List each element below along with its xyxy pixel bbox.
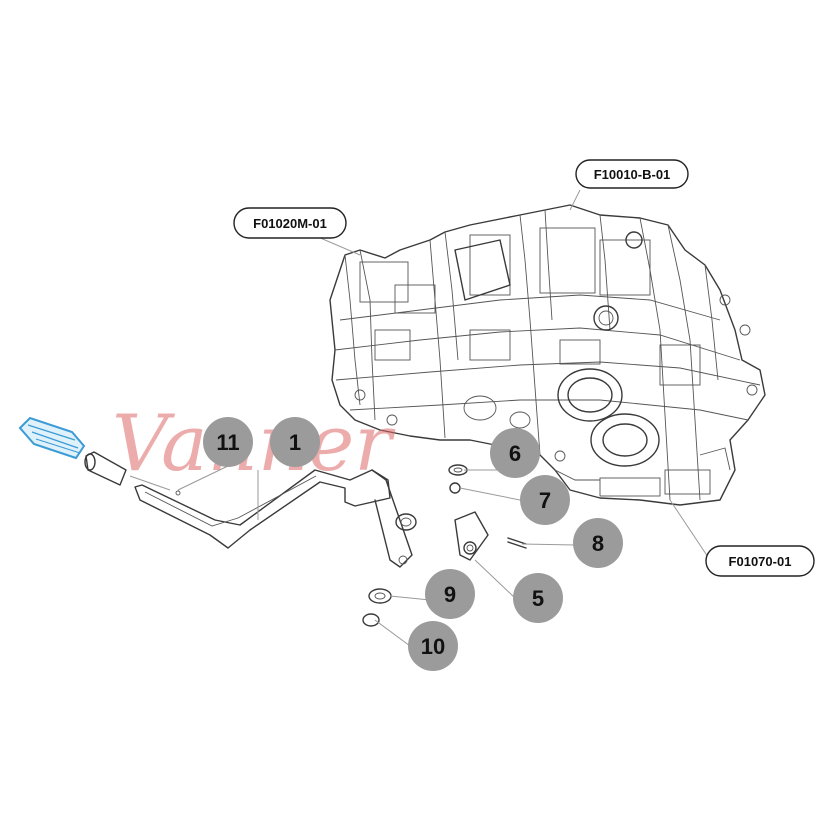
callout-1: 1 <box>270 417 320 467</box>
callout-5-text: 5 <box>532 586 544 611</box>
callout-11-text: 11 <box>216 430 239 455</box>
callout-10-text: 10 <box>421 634 445 659</box>
callout-7: 7 <box>520 475 570 525</box>
callout-8-text: 8 <box>592 531 604 556</box>
callout-5: 5 <box>513 573 563 623</box>
engine-housing-drawing <box>329 204 766 506</box>
part-label-f01020: F01020M-01 <box>233 207 347 239</box>
part-label-f01020-text: F01020M-01 <box>253 216 327 231</box>
part-label-f10010-text: F10010-B-01 <box>594 167 671 182</box>
pedal-pad-highlighted <box>18 416 86 460</box>
callout-10: 10 <box>408 621 458 671</box>
part-label-f01070-text: F01070-01 <box>729 554 792 569</box>
callout-8: 8 <box>573 518 623 568</box>
callout-6-text: 6 <box>509 441 521 466</box>
callout-7-text: 7 <box>539 488 551 513</box>
pedal-lever-drawing <box>134 469 417 568</box>
part-label-f10010: F10010-B-01 <box>575 159 689 189</box>
callout-9-text: 9 <box>444 582 456 607</box>
part-label-f01070: F01070-01 <box>705 545 815 577</box>
callout-9: 9 <box>425 569 475 619</box>
callout-1-text: 1 <box>289 430 301 455</box>
watermark-text: Vanner <box>112 399 396 489</box>
callout-6: 6 <box>490 428 540 478</box>
callout-11: 11 <box>203 417 253 467</box>
small-parts-drawing <box>84 451 527 627</box>
